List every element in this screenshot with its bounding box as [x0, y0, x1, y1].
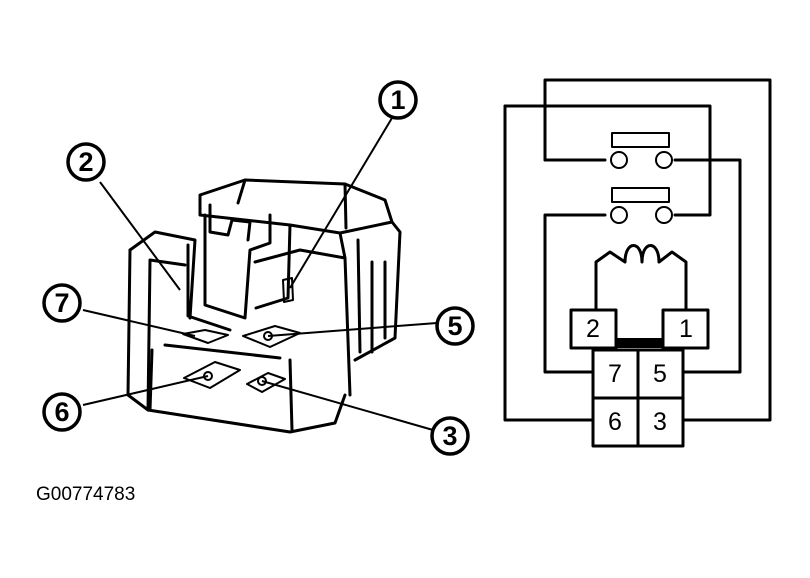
leader-lines	[82, 117, 438, 431]
relay-schematic: 2 1 7 5 6 3	[503, 78, 772, 448]
coil-symbol	[594, 244, 688, 312]
figure-id: G00774783	[36, 484, 136, 505]
coil-bridge	[616, 338, 663, 348]
callout-2: 2	[66, 142, 106, 182]
callout-3: 3	[430, 416, 470, 456]
pin-1-label: 1	[679, 315, 693, 343]
pin-7-label: 7	[608, 360, 622, 388]
callout-5-label: 5	[447, 311, 462, 341]
nc-contact-right	[655, 151, 673, 169]
relay-body-illustration	[126, 178, 402, 434]
nc-contact-bar	[611, 132, 670, 148]
callout-1: 1	[378, 80, 418, 120]
callout-5: 5	[435, 306, 475, 346]
callout-6: 6	[42, 392, 82, 432]
no-contact-bar	[611, 187, 670, 203]
pin-2-label: 2	[586, 315, 600, 343]
callout-3-label: 3	[442, 421, 457, 451]
pin-2-box	[569, 308, 618, 350]
callout-7: 7	[42, 283, 82, 323]
callout-6-label: 6	[54, 397, 69, 427]
no-contact-right	[655, 206, 673, 224]
no-contact-left	[610, 206, 628, 224]
callout-2-label: 2	[78, 147, 93, 177]
pin-6-label: 6	[608, 408, 622, 436]
pin-5-label: 5	[653, 360, 667, 388]
callout-7-label: 7	[54, 288, 69, 318]
pin-3-label: 3	[653, 408, 667, 436]
nc-contact-left	[610, 151, 628, 169]
callout-1-label: 1	[390, 85, 405, 115]
pin-1-box	[661, 308, 710, 350]
